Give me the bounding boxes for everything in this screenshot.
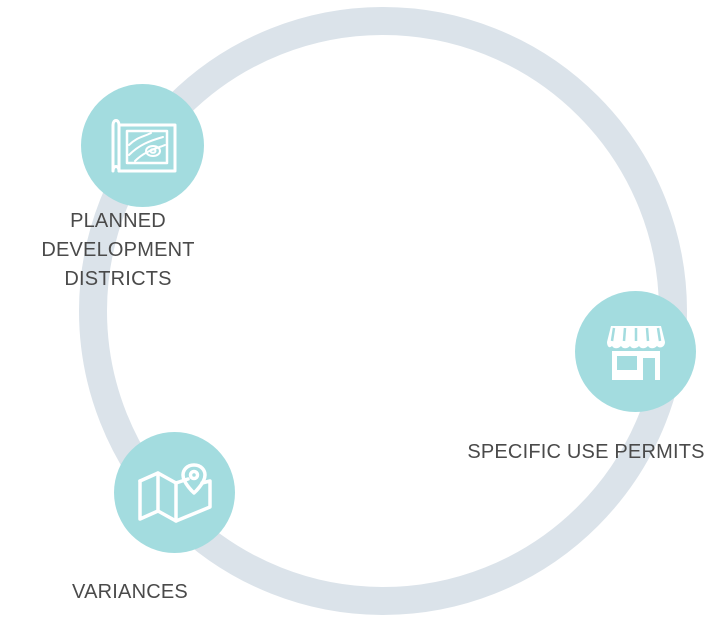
folded-map-pin-icon: [136, 461, 214, 525]
blueprint-map-icon: [105, 115, 181, 177]
planned-development-label: PLANNED DEVELOPMENT DISTRICTS: [18, 207, 218, 294]
variances-label-line-1: VARIANCES: [72, 581, 188, 603]
specific-use-permits-node: [575, 291, 696, 412]
planned-development-label-line-3: DISTRICTS: [64, 268, 172, 290]
specific-use-permits-label-line-1: SPECIFIC USE PERMITS: [467, 441, 705, 463]
variances-label: VARIANCES: [40, 578, 220, 607]
planned-development-label-line-1: PLANNED: [70, 210, 166, 232]
storefront-icon: [605, 322, 667, 382]
variances-node: [114, 432, 235, 553]
specific-use-permits-label: SPECIFIC USE PERMITS: [445, 438, 727, 467]
planned-development-label-line-2: DEVELOPMENT: [41, 239, 195, 261]
planned-development-node: [81, 84, 204, 207]
